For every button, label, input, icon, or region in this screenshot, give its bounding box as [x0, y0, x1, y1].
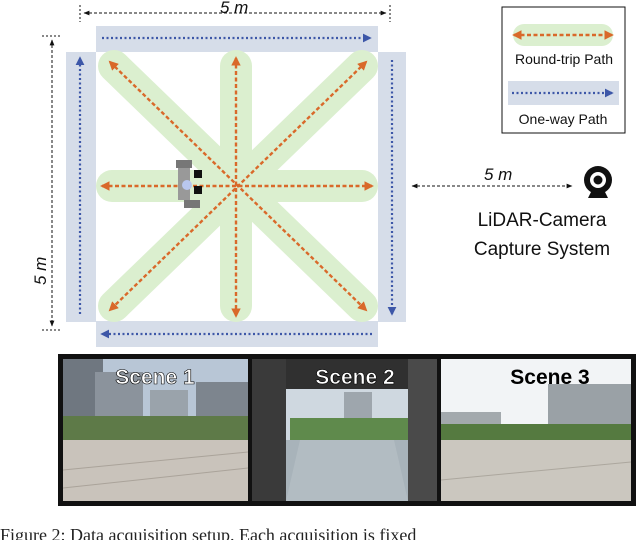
scene-3-label: Scene 3: [510, 366, 589, 389]
scene-2-photo: Scene 2: [252, 359, 437, 501]
scene-2-label: Scene 2: [315, 366, 394, 389]
legend-round-trip-label: Round-trip Path: [515, 51, 613, 67]
distance-label: 5 m: [484, 165, 512, 184]
legend: Round-trip Path One-way Path: [502, 7, 625, 133]
top-dimension: 5 m: [80, 0, 390, 22]
scene-1-label: Scene 1: [115, 366, 195, 389]
scene-1-photo: Scene 1: [63, 359, 248, 501]
capture-system-line1: LiDAR-Camera: [478, 210, 607, 231]
left-dimension: 5 m: [31, 36, 62, 330]
legend-one-way-label: One-way Path: [519, 111, 608, 127]
scene-3-photo: Scene 3: [441, 359, 631, 501]
figure-caption: Figure 2: Data acquisition setup. Each a…: [0, 526, 636, 540]
distance-dimension: 5 m: [412, 165, 572, 186]
top-dimension-label: 5 m: [220, 0, 248, 17]
webcam-icon: [584, 166, 612, 198]
capture-system-line2: Capture System: [474, 239, 610, 260]
left-dimension-label: 5 m: [31, 257, 50, 285]
